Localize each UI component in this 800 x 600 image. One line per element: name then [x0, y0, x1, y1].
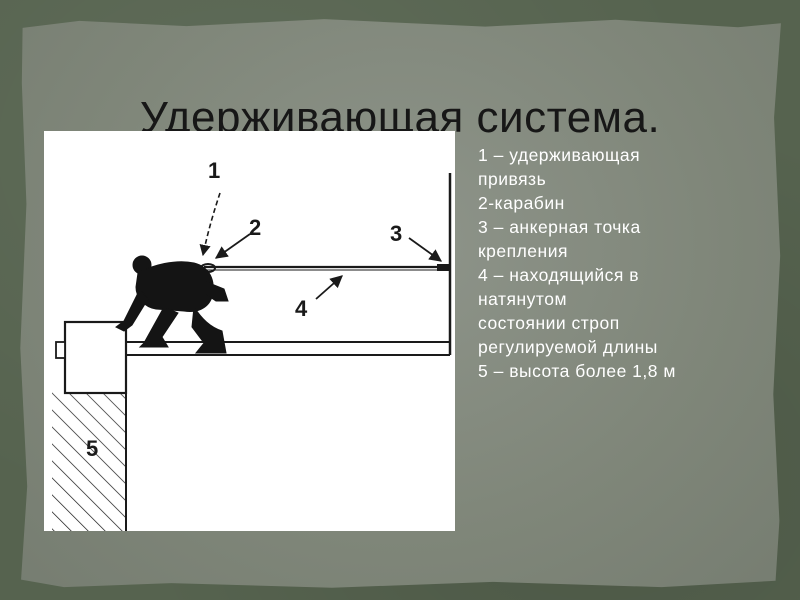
worker-figure — [115, 255, 229, 354]
label-1: 1 — [208, 158, 220, 183]
parapet-tab — [55, 341, 66, 359]
arrow-1 — [199, 192, 221, 257]
arrow-3 — [408, 237, 443, 262]
legend-line: 4 – находящийся в — [478, 265, 640, 285]
legend-line: 3 – анкерная точка — [478, 217, 641, 237]
label-4: 4 — [295, 296, 308, 321]
legend-line: крепления — [478, 241, 568, 261]
arrow-2 — [214, 233, 251, 259]
legend-text: 1 – удерживающая привязь 2-карабин 3 – а… — [478, 143, 778, 383]
arrow-4 — [315, 275, 343, 300]
anchor-point — [437, 264, 450, 271]
parapet-block — [63, 320, 128, 395]
legend-line: привязь — [478, 169, 547, 189]
legend-line: натянутом — [478, 289, 568, 309]
height-hatch — [52, 389, 126, 531]
label-3: 3 — [390, 221, 402, 246]
fall-restraint-diagram: 1 2 3 4 5 — [52, 158, 452, 531]
legend-line: 2-карабин — [478, 193, 565, 213]
legend-line: 1 – удерживающая — [478, 145, 641, 165]
legend-line: состоянии строп — [478, 313, 620, 333]
legend-line: 5 – высота более 1,8 м — [478, 361, 676, 381]
label-2: 2 — [249, 215, 261, 240]
diagram-figure: 1 2 3 4 5 — [44, 131, 455, 531]
legend-line: регулируемой длины — [478, 337, 658, 357]
label-5: 5 — [86, 436, 98, 461]
